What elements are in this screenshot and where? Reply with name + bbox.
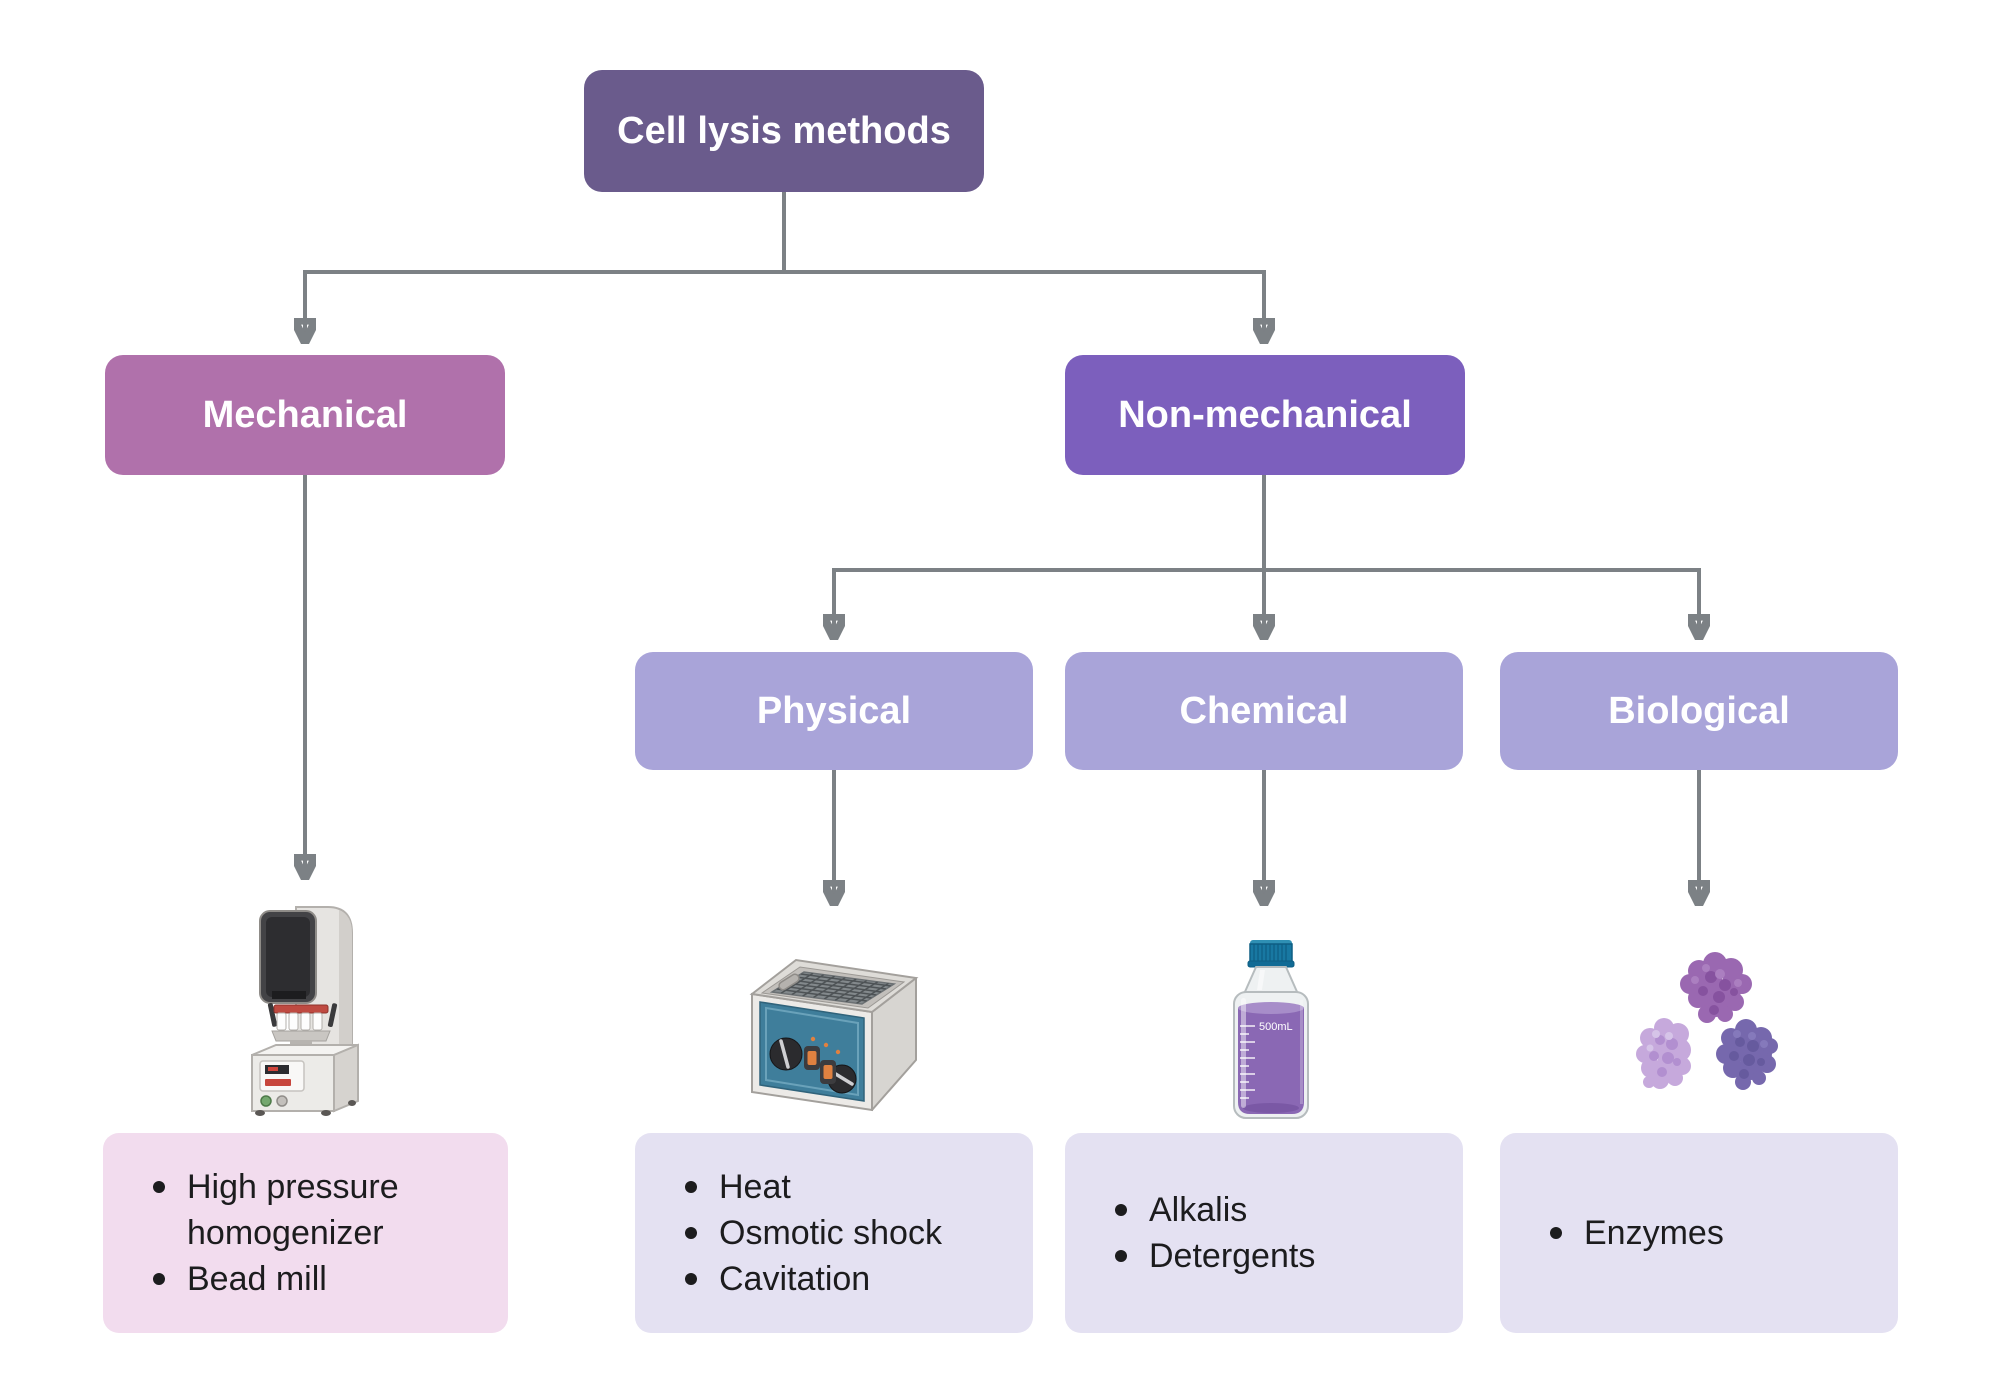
enzyme-blob-left-texture (1649, 1035, 1681, 1077)
sample-rack-cap-bar (273, 1004, 329, 1014)
machine-foot (255, 1110, 265, 1116)
bath-orange-button (823, 1065, 833, 1079)
node-mechanical: Mechanical (105, 355, 505, 475)
reagent-bottle-figure: 500mL (1224, 938, 1318, 1123)
list-item-label: High pressure homogenizer (187, 1168, 399, 1252)
bath-panel-border (765, 1006, 859, 1097)
bath-indicator-dot (810, 1036, 816, 1042)
node-non-mechanical: Non-mechanical (1065, 355, 1465, 475)
bottle-graduations (1240, 1025, 1255, 1099)
reagent-bottle-illustration: 500mL (1233, 940, 1309, 1119)
list-item-label: Alkalis (1149, 1191, 1248, 1229)
machine-hood-inner (266, 917, 310, 997)
bottle-glass-highlight (1241, 998, 1246, 1108)
red-button-bar (265, 1079, 291, 1086)
bottle-liquid-shade (1243, 1103, 1299, 1113)
bottle-volume-label: 500mL (1259, 1021, 1293, 1033)
list-item: Cavitation (675, 1256, 942, 1302)
machine-tower-shade (339, 910, 352, 1053)
list-item: Detergents (1105, 1233, 1315, 1279)
bottle-liquid (1238, 1008, 1304, 1114)
enzyme-blob-top-texture (1698, 971, 1738, 1015)
list-item: Enzymes (1540, 1210, 1724, 1256)
list-item: High pressure homogenizer (143, 1164, 484, 1256)
enzyme-blob-right-texture (1729, 1037, 1765, 1079)
enzyme-blob-right-highlight (1733, 1030, 1768, 1048)
enzymes-figure (1622, 944, 1788, 1102)
enzyme-blob-top-highlight (1691, 964, 1742, 987)
grey-button (276, 1095, 288, 1107)
sample-tubes (276, 1012, 323, 1031)
list-item: Heat (675, 1164, 942, 1210)
list-item-label: Bead mill (187, 1260, 327, 1298)
chemical-methods-list: Alkalis Detergents (1065, 1133, 1463, 1333)
list-item: Osmotic shock (675, 1210, 942, 1256)
machine-foot (321, 1110, 331, 1116)
bath-indicator-dot (835, 1049, 841, 1055)
list-item-label: Detergents (1149, 1237, 1316, 1275)
list-item-label: Heat (719, 1168, 791, 1206)
bath-knob-right-pointer (832, 1071, 854, 1086)
rack-handle-left (267, 1003, 278, 1027)
bottle-neck-highlight (1257, 970, 1265, 990)
high-pressure-homogenizer-figure (246, 903, 366, 1118)
bottle-cap-ribs (1253, 944, 1287, 962)
physical-methods-list: Heat Osmotic shock Cavitation (635, 1133, 1033, 1333)
list-item-label: Osmotic shock (719, 1214, 942, 1252)
node-chemical: Chemical (1065, 652, 1463, 770)
bath-handle (778, 973, 800, 991)
node-cell-lysis-methods: Cell lysis methods (584, 70, 984, 192)
enzyme-molecules-illustration (1636, 952, 1778, 1090)
biological-methods-list: Enzymes (1500, 1133, 1898, 1333)
node-biological: Biological (1500, 652, 1898, 770)
list-item-label: Enzymes (1584, 1214, 1724, 1252)
machine-hood-lip (272, 991, 306, 999)
machine-foot (348, 1100, 356, 1106)
list-item: Bead mill (143, 1256, 484, 1302)
list-item-label: Cavitation (719, 1260, 871, 1298)
ultrasonic-bath-illustration (749, 958, 919, 1112)
list-item: Alkalis (1105, 1187, 1315, 1233)
bath-orange-button (807, 1051, 817, 1065)
bath-indicator-dot (823, 1042, 829, 1048)
rack-handle-right (327, 1003, 338, 1027)
bottle-liquid-surface (1238, 1002, 1304, 1014)
green-button (260, 1095, 272, 1107)
node-physical: Physical (635, 652, 1033, 770)
display-digits (268, 1067, 278, 1071)
enzyme-blob-left (1636, 1018, 1691, 1089)
high-pressure-homogenizer-illustration (251, 906, 359, 1116)
mechanical-methods-list: High pressure homogenizer Bead mill (103, 1133, 508, 1333)
bottle-glass-highlight (1300, 1000, 1303, 1104)
enzyme-blob-left-highlight (1646, 1030, 1673, 1052)
ultrasonic-bath-figure (748, 942, 920, 1117)
bottle-neck (1243, 966, 1299, 995)
bath-mesh-basket (776, 972, 891, 1004)
rack-base (271, 1030, 331, 1042)
bath-knob-left-pointer (779, 1039, 790, 1069)
